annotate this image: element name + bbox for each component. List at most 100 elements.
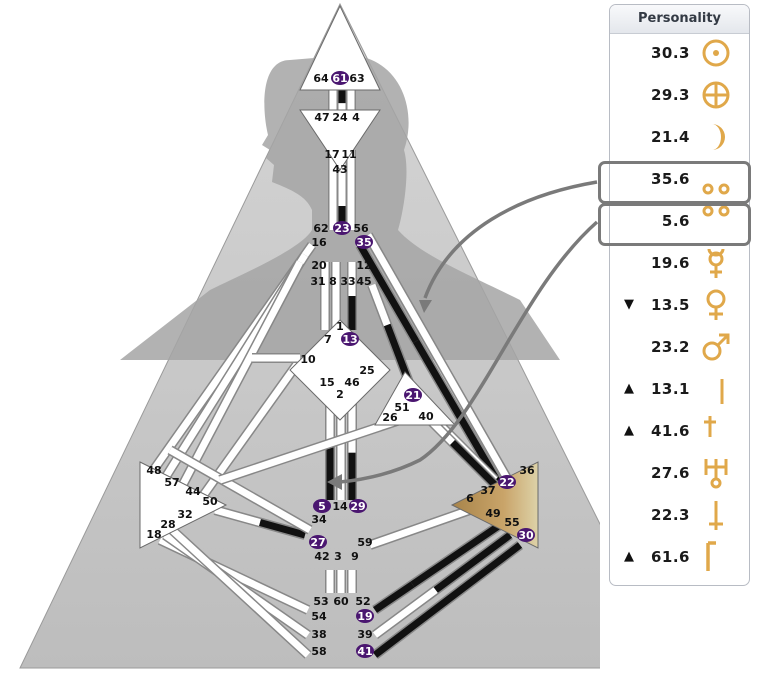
gate-49[interactable]: 49	[485, 507, 500, 520]
gate-40[interactable]: 40	[418, 410, 434, 423]
gate-activation-marker	[517, 528, 535, 542]
planet-row[interactable]: ▲13.1	[610, 371, 749, 407]
gate-8[interactable]: 8	[329, 275, 337, 288]
gate-39[interactable]: 39	[357, 628, 372, 641]
gate-33[interactable]: 33	[340, 275, 355, 288]
gate-54[interactable]: 54	[311, 610, 327, 623]
gate-34[interactable]: 34	[311, 513, 327, 526]
gate-61[interactable]: 61	[331, 71, 349, 85]
gate-51[interactable]: 51	[394, 401, 409, 414]
gate-24[interactable]: 24	[332, 111, 348, 124]
gate-11[interactable]: 11	[341, 148, 356, 161]
channel-segment	[372, 587, 438, 638]
gate-31[interactable]: 31	[310, 275, 325, 288]
gate-15[interactable]: 15	[319, 376, 334, 389]
gate-label: 6	[466, 492, 474, 505]
planet-row[interactable]: ▼13.5	[610, 287, 749, 323]
gate-43[interactable]: 43	[332, 163, 347, 176]
gate-23[interactable]: 23	[333, 221, 351, 235]
gate-53[interactable]: 53	[313, 595, 328, 608]
planet-row[interactable]: 35.6	[610, 161, 749, 197]
gate-27[interactable]: 27	[309, 535, 327, 549]
gate-59[interactable]: 59	[357, 536, 372, 549]
gate-7[interactable]: 7	[324, 333, 332, 346]
channel-segment	[176, 260, 304, 492]
gate-52[interactable]: 52	[355, 595, 370, 608]
gate-label: 24	[332, 111, 348, 124]
channel-segment	[364, 233, 532, 517]
planet-row[interactable]: 29.3	[610, 77, 749, 113]
planet-value: 22.3	[650, 506, 690, 524]
gate-label: 58	[311, 645, 326, 658]
gate-47[interactable]: 47	[314, 111, 329, 124]
gate-35[interactable]: 35	[355, 235, 373, 249]
gate-26[interactable]: 26	[382, 411, 398, 424]
gate-17[interactable]: 17	[324, 148, 339, 161]
gate-45[interactable]: 45	[356, 275, 371, 288]
gate-18[interactable]: 18	[146, 528, 161, 541]
gate-21[interactable]: 21	[404, 388, 422, 402]
gate-25[interactable]: 25	[359, 364, 374, 377]
planet-row[interactable]: 23.2	[610, 329, 749, 365]
arrow-up-icon: ▲	[624, 423, 634, 438]
gate-4[interactable]: 4	[352, 111, 360, 124]
planet-row[interactable]: 27.6	[610, 455, 749, 491]
gate-64[interactable]: 64	[313, 72, 329, 85]
gate-20[interactable]: 20	[311, 259, 327, 272]
planet-value: 41.6	[650, 422, 690, 440]
gate-label: 51	[394, 401, 409, 414]
planet-row[interactable]: 21.4	[610, 119, 749, 155]
planet-row[interactable]: 22.3	[610, 497, 749, 533]
solar-plexus-center	[450, 461, 539, 549]
gate-37[interactable]: 37	[480, 484, 495, 497]
gate-12[interactable]: 12	[356, 259, 371, 272]
gate-5[interactable]: 5	[313, 499, 331, 513]
gate-41[interactable]: 41	[356, 644, 374, 658]
planet-row[interactable]: 30.3	[610, 35, 749, 71]
planet-row[interactable]: 19.6	[610, 245, 749, 281]
gate-label: 52	[355, 595, 370, 608]
gate-3[interactable]: 3	[334, 550, 342, 563]
moon-icon	[712, 124, 725, 150]
gate-28[interactable]: 28	[160, 518, 175, 531]
planet-value: 23.2	[650, 338, 690, 356]
gate-29[interactable]: 29	[349, 499, 367, 513]
planet-row[interactable]: ▲ 41.6	[610, 413, 749, 449]
gate-55[interactable]: 55	[504, 516, 519, 529]
gate-label: 50	[202, 495, 218, 508]
gate-32[interactable]: 32	[177, 508, 192, 521]
gate-label: 55	[504, 516, 519, 529]
gate-60[interactable]: 60	[333, 595, 349, 608]
gate-1[interactable]: 1	[336, 320, 344, 333]
gate-19[interactable]: 19	[356, 609, 374, 623]
gate-14[interactable]: 14	[332, 500, 348, 513]
gate-13[interactable]: 13	[341, 332, 359, 346]
gate-36[interactable]: 36	[519, 464, 535, 477]
gate-48[interactable]: 48	[146, 464, 161, 477]
spleen-center	[139, 461, 228, 549]
arrow-south-node	[339, 220, 599, 484]
gate-63[interactable]: 63	[349, 72, 364, 85]
planet-row[interactable]: ▲61.6	[610, 539, 749, 575]
gate-10[interactable]: 10	[300, 353, 316, 366]
gate-50[interactable]: 50	[202, 495, 218, 508]
south-node-icon	[702, 205, 730, 217]
gate-30[interactable]: 30	[517, 528, 535, 542]
highlight-north-node	[598, 161, 751, 204]
gate-label: 13	[342, 333, 357, 346]
gate-62[interactable]: 62	[313, 222, 328, 235]
gate-16[interactable]: 16	[311, 236, 327, 249]
gate-2[interactable]: 2	[336, 388, 344, 401]
gate-6[interactable]: 6	[466, 492, 474, 505]
gate-42[interactable]: 42	[314, 550, 329, 563]
planet-row[interactable]: 5.6	[610, 203, 749, 239]
gate-22[interactable]: 22	[498, 475, 516, 489]
gate-56[interactable]: 56	[353, 222, 369, 235]
gate-38[interactable]: 38	[311, 628, 326, 641]
gate-57[interactable]: 57	[164, 476, 179, 489]
gate-46[interactable]: 46	[344, 376, 360, 389]
gate-label: 61	[332, 72, 347, 85]
gate-44[interactable]: 44	[185, 485, 201, 498]
gate-58[interactable]: 58	[311, 645, 326, 658]
gate-9[interactable]: 9	[351, 550, 359, 563]
